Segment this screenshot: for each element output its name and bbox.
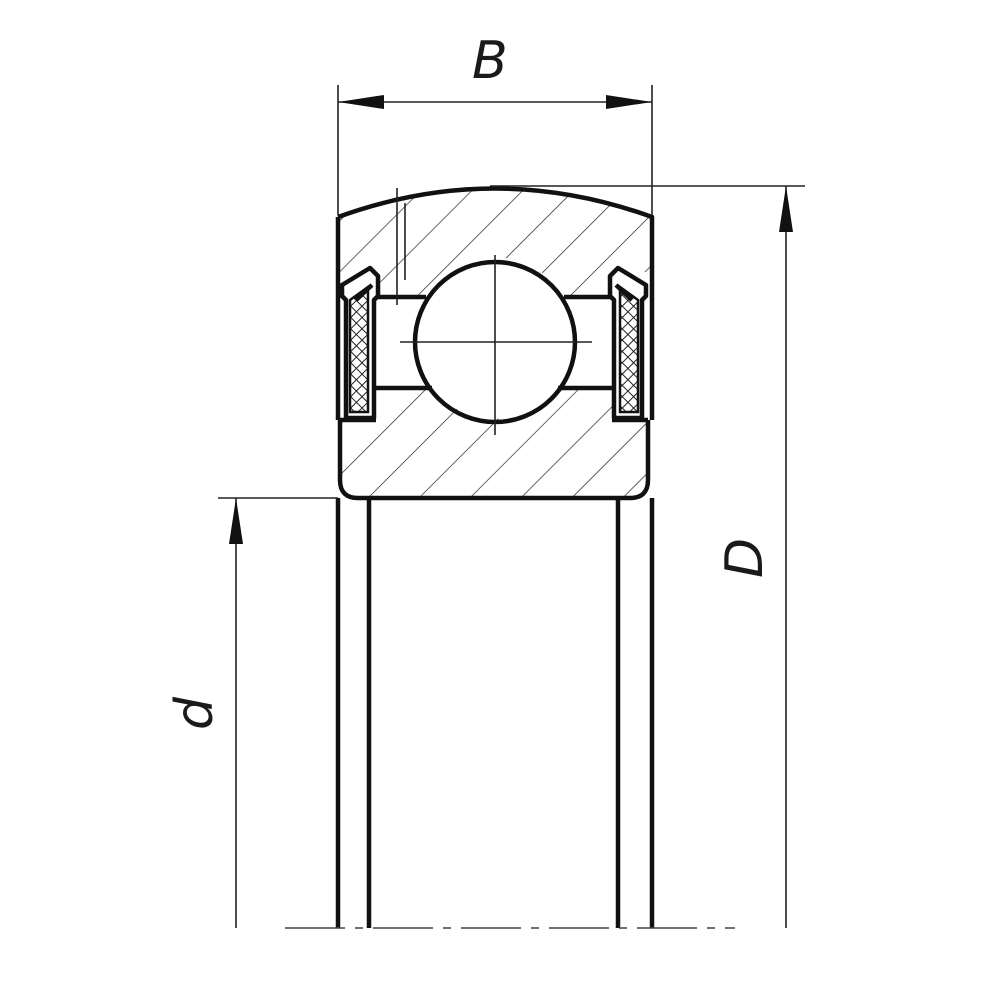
left-seal	[339, 265, 381, 421]
dimension-label-inner-d: d	[165, 696, 225, 730]
dimension-b: B	[337, 31, 653, 215]
outer-ring-section	[338, 188, 652, 297]
inner-ring-outline	[337, 420, 651, 501]
arrow-left-icon	[338, 95, 384, 109]
outer-ring	[335, 186, 655, 420]
right-seal	[607, 265, 649, 421]
left-seal-rubber	[348, 284, 370, 414]
inner-ring	[337, 385, 651, 501]
bore-lines	[335, 498, 655, 928]
dimension-label-outer-d: D	[715, 538, 775, 578]
inner-ring-section	[340, 388, 648, 498]
dimension-label-b: B	[472, 31, 508, 91]
right-seal-rubber	[618, 284, 640, 414]
outer-ring-outline	[337, 186, 655, 420]
arrow-up-icon	[779, 186, 793, 232]
arrow-right-icon	[606, 95, 652, 109]
ball	[400, 255, 592, 435]
dimension-outer-d: D	[490, 185, 805, 928]
arrow-up-icon	[229, 498, 243, 544]
dimension-inner-d: d	[165, 497, 338, 928]
